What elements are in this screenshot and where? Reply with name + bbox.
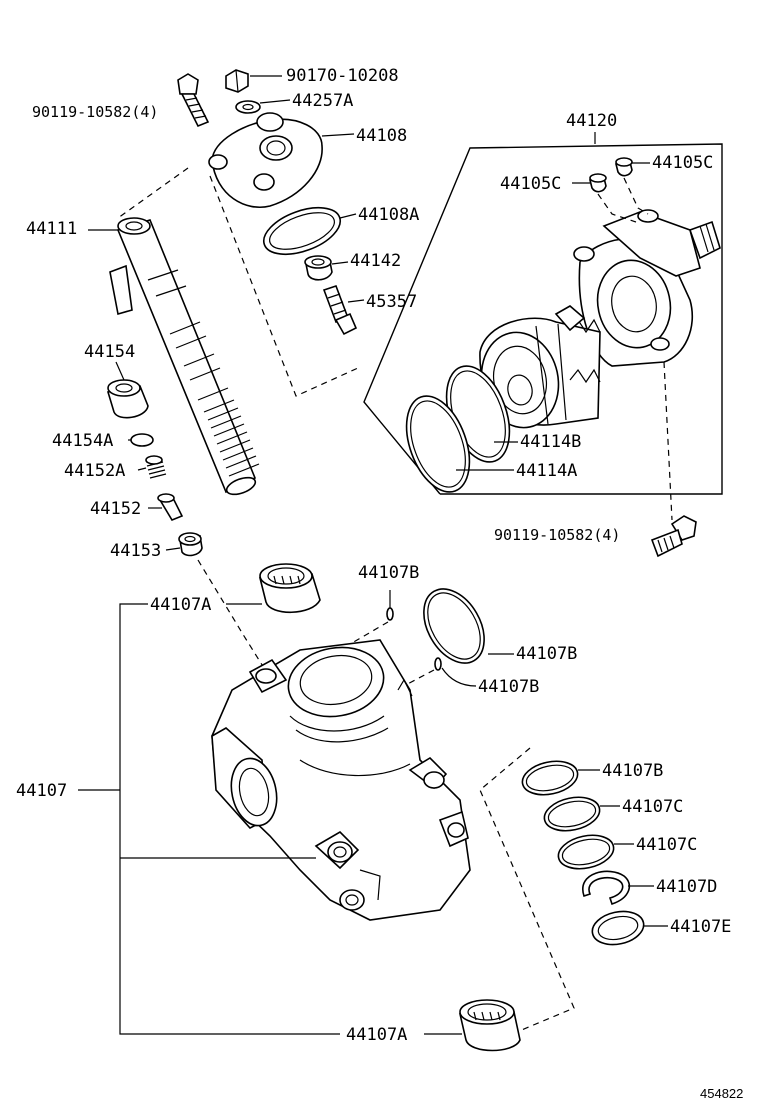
spring-44152A [145, 455, 167, 479]
label-90119-10582-right: 90119-10582(4) [494, 526, 620, 544]
label-44107B-ring: 44107B [516, 644, 577, 664]
label-44152A: 44152A [64, 461, 125, 481]
label-44107A-bottom: 44107A [346, 1025, 407, 1045]
ring-44107C-2 [557, 834, 615, 870]
label-44154A: 44154A [52, 431, 113, 451]
label-44107A-top: 44107A [150, 595, 211, 615]
label-44114B: 44114B [520, 432, 581, 452]
cover-44108 [208, 112, 323, 208]
label-44107B-small: 44107B [478, 677, 539, 697]
bearing-44107A-top [258, 563, 321, 613]
screw-45357 [322, 284, 358, 336]
ring-44107B-right [521, 760, 579, 796]
reference-number: 454822 [700, 1086, 743, 1101]
label-90119-10582-top: 90119-10582(4) [32, 103, 158, 121]
label-44154: 44154 [84, 342, 135, 362]
washer-44257A [235, 100, 261, 114]
label-90170-10208: 90170-10208 [286, 66, 399, 86]
ring-44114A [405, 395, 471, 493]
label-44107B-top: 44107B [358, 563, 419, 583]
label-44114A: 44114A [516, 461, 577, 481]
pin-44152 [157, 493, 184, 521]
label-44108: 44108 [356, 126, 407, 146]
label-44107: 44107 [16, 781, 67, 801]
label-44105C-right: 44105C [652, 153, 713, 173]
bolt-top [177, 73, 210, 128]
seal-44107B-tiny [386, 607, 394, 621]
label-44107B-right: 44107B [602, 761, 663, 781]
seal-44107E [591, 910, 645, 946]
label-44108A: 44108A [358, 205, 419, 225]
plug-44154 [106, 379, 149, 419]
bearing-44107A-bottom [459, 999, 521, 1052]
cap-44105C-right [615, 157, 633, 177]
valve-housing [573, 209, 721, 367]
label-44107E: 44107E [670, 917, 731, 937]
snap-ring-44107D [582, 870, 631, 906]
label-44107C-1: 44107C [622, 797, 683, 817]
label-44111: 44111 [26, 219, 77, 239]
label-45357: 45357 [366, 292, 417, 312]
label-44120: 44120 [566, 111, 617, 131]
label-44142: 44142 [350, 251, 401, 271]
cap-44105C-left [589, 173, 607, 193]
worm-shaft-44111 [109, 217, 260, 496]
guide-44153 [178, 532, 203, 557]
nut-90170 [225, 69, 249, 93]
bolt-right [650, 515, 697, 558]
gear-housing-44107 [211, 639, 471, 921]
label-44153: 44153 [110, 541, 161, 561]
label-44107C-2: 44107C [636, 835, 697, 855]
oring-44107B-large [423, 588, 485, 664]
label-44257A: 44257A [292, 91, 353, 111]
label-44107D: 44107D [656, 877, 717, 897]
label-44152: 44152 [90, 499, 141, 519]
oring-44154A [130, 433, 154, 447]
nut-44142 [304, 255, 333, 281]
label-44105C-left: 44105C [500, 174, 561, 194]
ring-44107C-1 [543, 796, 601, 832]
valve-rotor [479, 305, 601, 429]
seal-44107B-small [434, 657, 442, 671]
oring-44108A [262, 206, 342, 256]
